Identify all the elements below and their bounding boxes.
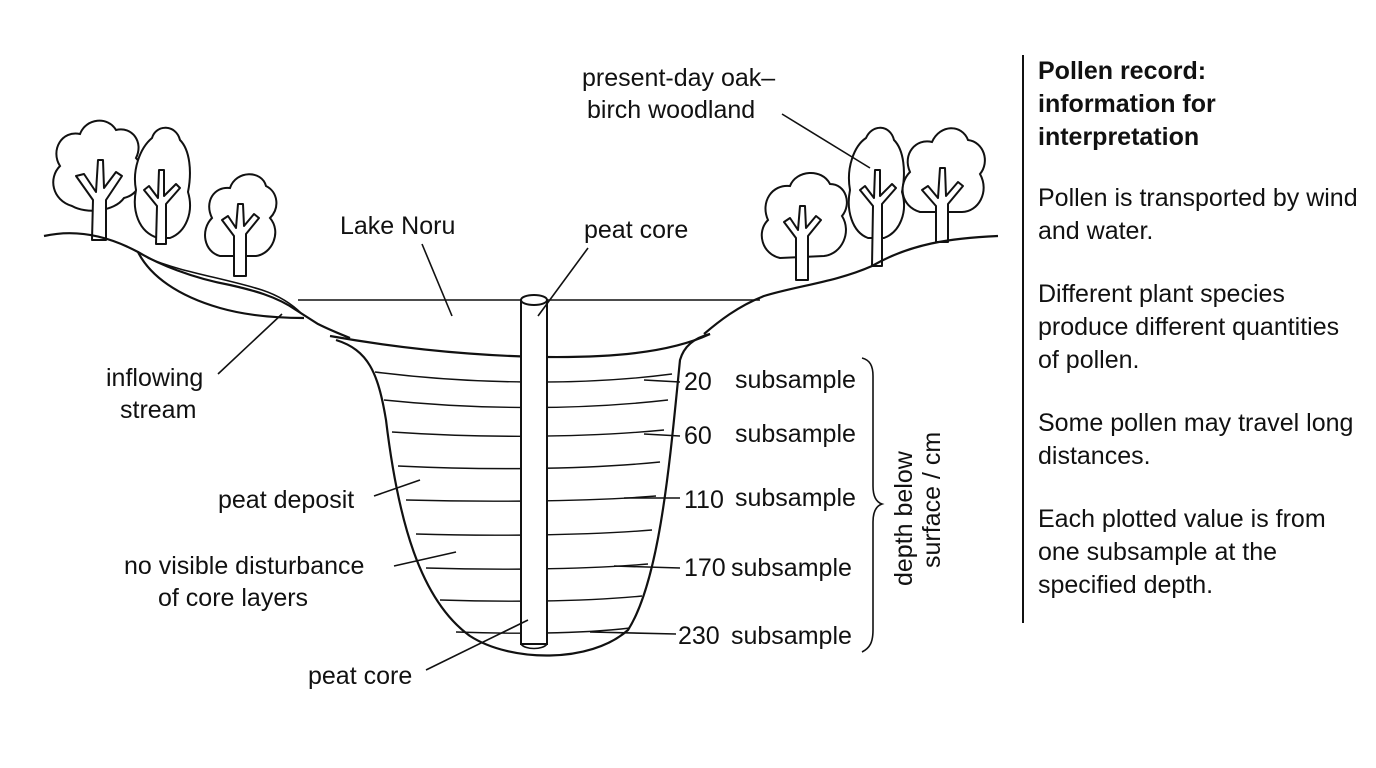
label-lake-noru: Lake Noru (340, 212, 455, 240)
subsample-depth-60: 60 (684, 422, 712, 450)
subsample-230: 230 subsample (589, 622, 852, 650)
right-trees (760, 126, 986, 281)
label-peat-deposit: peat deposit (218, 486, 354, 514)
subsample-label-230: subsample (731, 622, 852, 650)
subsample-170: 170 subsample (613, 554, 852, 582)
depth-axis-line2: surface / cm (918, 432, 946, 568)
leader-core-top (537, 247, 589, 317)
ground-right (703, 234, 999, 335)
peat-core-cylinder (520, 294, 548, 650)
subsample-depth-170: 170 (684, 554, 726, 582)
info-paragraph-quantities: Different plant species produce differen… (1038, 280, 1340, 374)
ground-left (43, 232, 351, 340)
label-woodland-line2: birch woodland (587, 96, 755, 124)
info-title-line2: information for (1038, 90, 1216, 118)
label-peat-core-top: peat core (584, 216, 688, 244)
subsample-depth-230: 230 (678, 622, 720, 650)
tree-right-2 (847, 126, 905, 267)
info-paragraph-transport: Pollen is transported by wind and water. (1038, 184, 1358, 245)
label-woodland-line1: present-day oak– (582, 64, 775, 92)
label-inflowing: inflowing (106, 364, 203, 392)
stream-channel (137, 251, 305, 320)
depth-axis-line1: depth below (890, 450, 918, 586)
depth-bracket (861, 357, 885, 653)
depth-axis-label: depth below surface / cm (890, 432, 946, 586)
info-paragraph-subsample: Each plotted value is from one subsample… (1038, 505, 1326, 599)
leader-no-disturbance (393, 551, 457, 567)
stream-water (147, 257, 303, 315)
label-no-disturbance-line1: no visible disturbance (124, 552, 364, 580)
subsample-110: 110 subsample (624, 484, 856, 514)
subsample-depth-20: 20 (684, 368, 712, 396)
info-panel-title: Pollen record: information for interpret… (1038, 55, 1362, 154)
subsample-60: 60 subsample (643, 420, 856, 450)
info-panel: Pollen record: information for interpret… (1022, 55, 1362, 623)
label-stream: stream (120, 396, 196, 424)
tree-right-1 (760, 172, 848, 281)
info-title-line3: interpretation (1038, 123, 1200, 151)
info-title-line1: Pollen record: (1038, 57, 1207, 85)
subsample-label-110: subsample (735, 484, 856, 512)
leader-woodland (781, 113, 871, 169)
leader-stream (217, 313, 283, 375)
lake-bed (329, 333, 711, 359)
tree-right-3 (901, 127, 986, 243)
leader-lake (421, 243, 453, 317)
subsample-20: 20 subsample (643, 366, 856, 396)
info-paragraph-long-distance: Some pollen may travel long distances. (1038, 409, 1354, 470)
subsample-label-170: subsample (731, 554, 852, 582)
tree-left-3 (204, 173, 278, 277)
label-no-disturbance-line2: of core layers (158, 584, 308, 612)
leader-core-bottom (425, 619, 529, 671)
leader-peat-deposit (373, 479, 421, 497)
label-peat-core-bottom: peat core (308, 662, 412, 690)
left-trees (52, 119, 278, 277)
subsample-label-60: subsample (735, 420, 856, 448)
subsample-depth-110: 110 (684, 486, 724, 514)
tree-left-1 (52, 119, 144, 241)
tree-left-2 (133, 126, 191, 245)
subsample-label-20: subsample (735, 366, 856, 394)
peat-basin-outline (335, 332, 711, 657)
